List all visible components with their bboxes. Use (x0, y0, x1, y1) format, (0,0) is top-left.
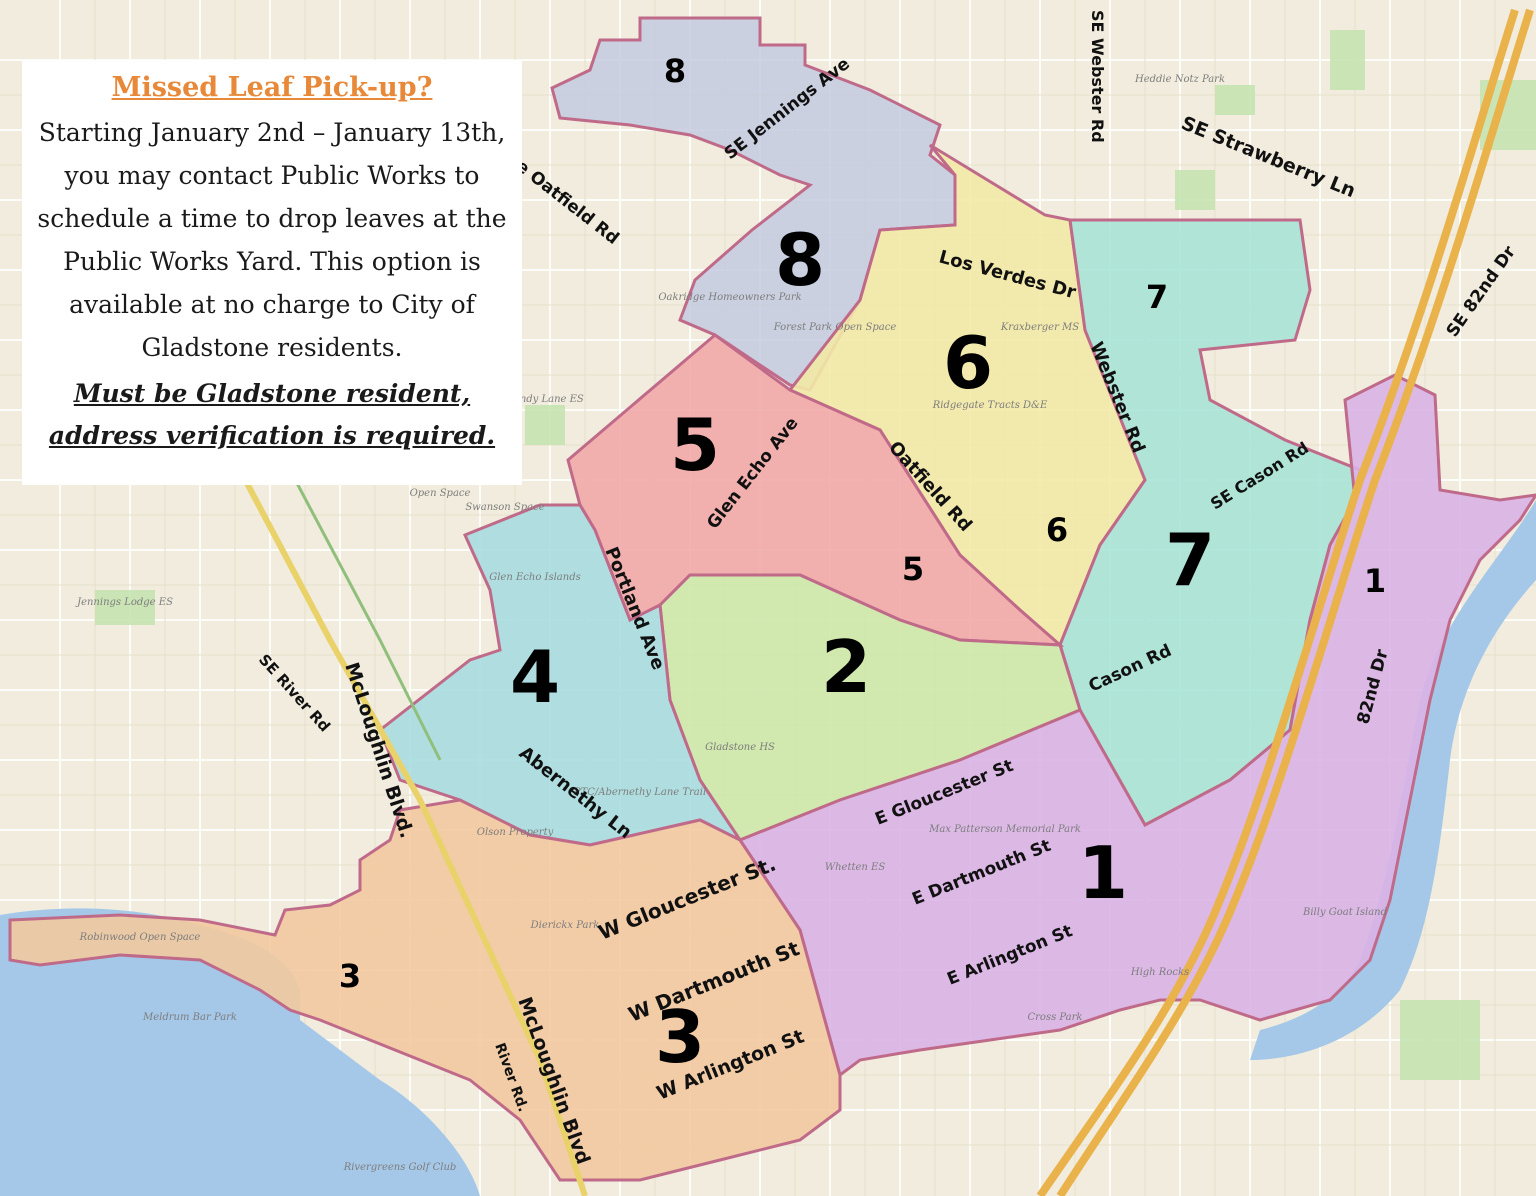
highway-i205 (1036, 8, 1519, 1196)
zone-1-label: 1 (1078, 831, 1128, 915)
street-webster-se: SE Webster Rd (1088, 10, 1107, 143)
notice-body: Starting January 2nd – January 13th, you… (37, 118, 507, 362)
place-robinwood: Robinwood Open Space (79, 932, 201, 943)
zone-numbers: 1 1 2 3 3 4 5 5 6 6 7 7 8 8 (339, 52, 1386, 1079)
zone-6-label-small: 6 (1046, 511, 1068, 549)
zone-3-label-small: 3 (339, 957, 361, 995)
notice-warning-line-1: Must be Gladstone resident, (73, 379, 471, 408)
place-rivergreens: Rivergreens Golf Club (343, 1162, 457, 1173)
zone-8-label: 8 (775, 218, 825, 302)
place-open-space: Open Space (410, 488, 471, 499)
zone-7-label: 7 (1165, 518, 1215, 602)
place-labels: Heddie Notz Park Oakridge Homeowners Par… (75, 74, 1387, 1173)
place-swanson: Swanson Space (465, 502, 544, 513)
place-glen-echo-islands: Glen Echo Islands (489, 572, 580, 583)
notice-warning-line-2: address verification is required. (48, 421, 496, 450)
place-meldrum: Meldrum Bar Park (142, 1012, 237, 1023)
missed-leaf-notice: Missed Leaf Pick-up? Starting January 2n… (22, 60, 522, 485)
zone-1-label-small: 1 (1364, 562, 1386, 600)
place-max-patterson: Max Patterson Memorial Park (928, 824, 1081, 835)
zone-5-label-small: 5 (902, 550, 924, 588)
place-ridgegate: Ridgegate Tracts D&E (932, 400, 1048, 411)
parks (95, 30, 1536, 1080)
zone-8-label-small: 8 (664, 52, 686, 90)
zone-3-label: 3 (655, 995, 705, 1079)
zone-5-label: 5 (670, 403, 720, 487)
river (0, 908, 480, 1196)
notice-title: Missed Leaf Pick-up? (111, 72, 433, 103)
place-heddie: Heddie Notz Park (1134, 74, 1225, 85)
river-east (1250, 500, 1536, 1060)
place-jennings-lodge: Jennings Lodge ES (75, 597, 173, 608)
mcloughlin-road (237, 468, 588, 1196)
place-olson: Olson Property (477, 827, 554, 838)
place-gladstone-hs: Gladstone HS (705, 742, 775, 753)
rail-line (288, 469, 442, 761)
place-oakridge: Oakridge Homeowners Park (658, 292, 801, 303)
place-high-rocks: High Rocks (1130, 967, 1189, 978)
zone-6-label: 6 (943, 321, 993, 405)
place-cross-park: Cross Park (1028, 1012, 1083, 1023)
zone-4-label: 4 (510, 635, 560, 719)
place-dierickx: Dierickx Park (530, 920, 600, 931)
place-forest-park: Forest Park Open Space (773, 322, 897, 333)
zone-7-label-small: 7 (1146, 278, 1168, 316)
place-trail: PTC/Abernethy Lane Trail (573, 787, 706, 798)
place-billy-goat: Billy Goat Island (1302, 907, 1387, 918)
place-candy-lane: Candy Lane ES (506, 394, 584, 405)
zone-3-area (8, 798, 842, 1182)
notice-warning: Must be Gladstone resident, address veri… (36, 373, 508, 457)
place-whetten: Whetten ES (825, 862, 886, 873)
highway-i205-b (1056, 8, 1534, 1196)
zone-2-label: 2 (821, 625, 871, 709)
place-kraxberger: Kraxberger MS (1000, 322, 1079, 333)
